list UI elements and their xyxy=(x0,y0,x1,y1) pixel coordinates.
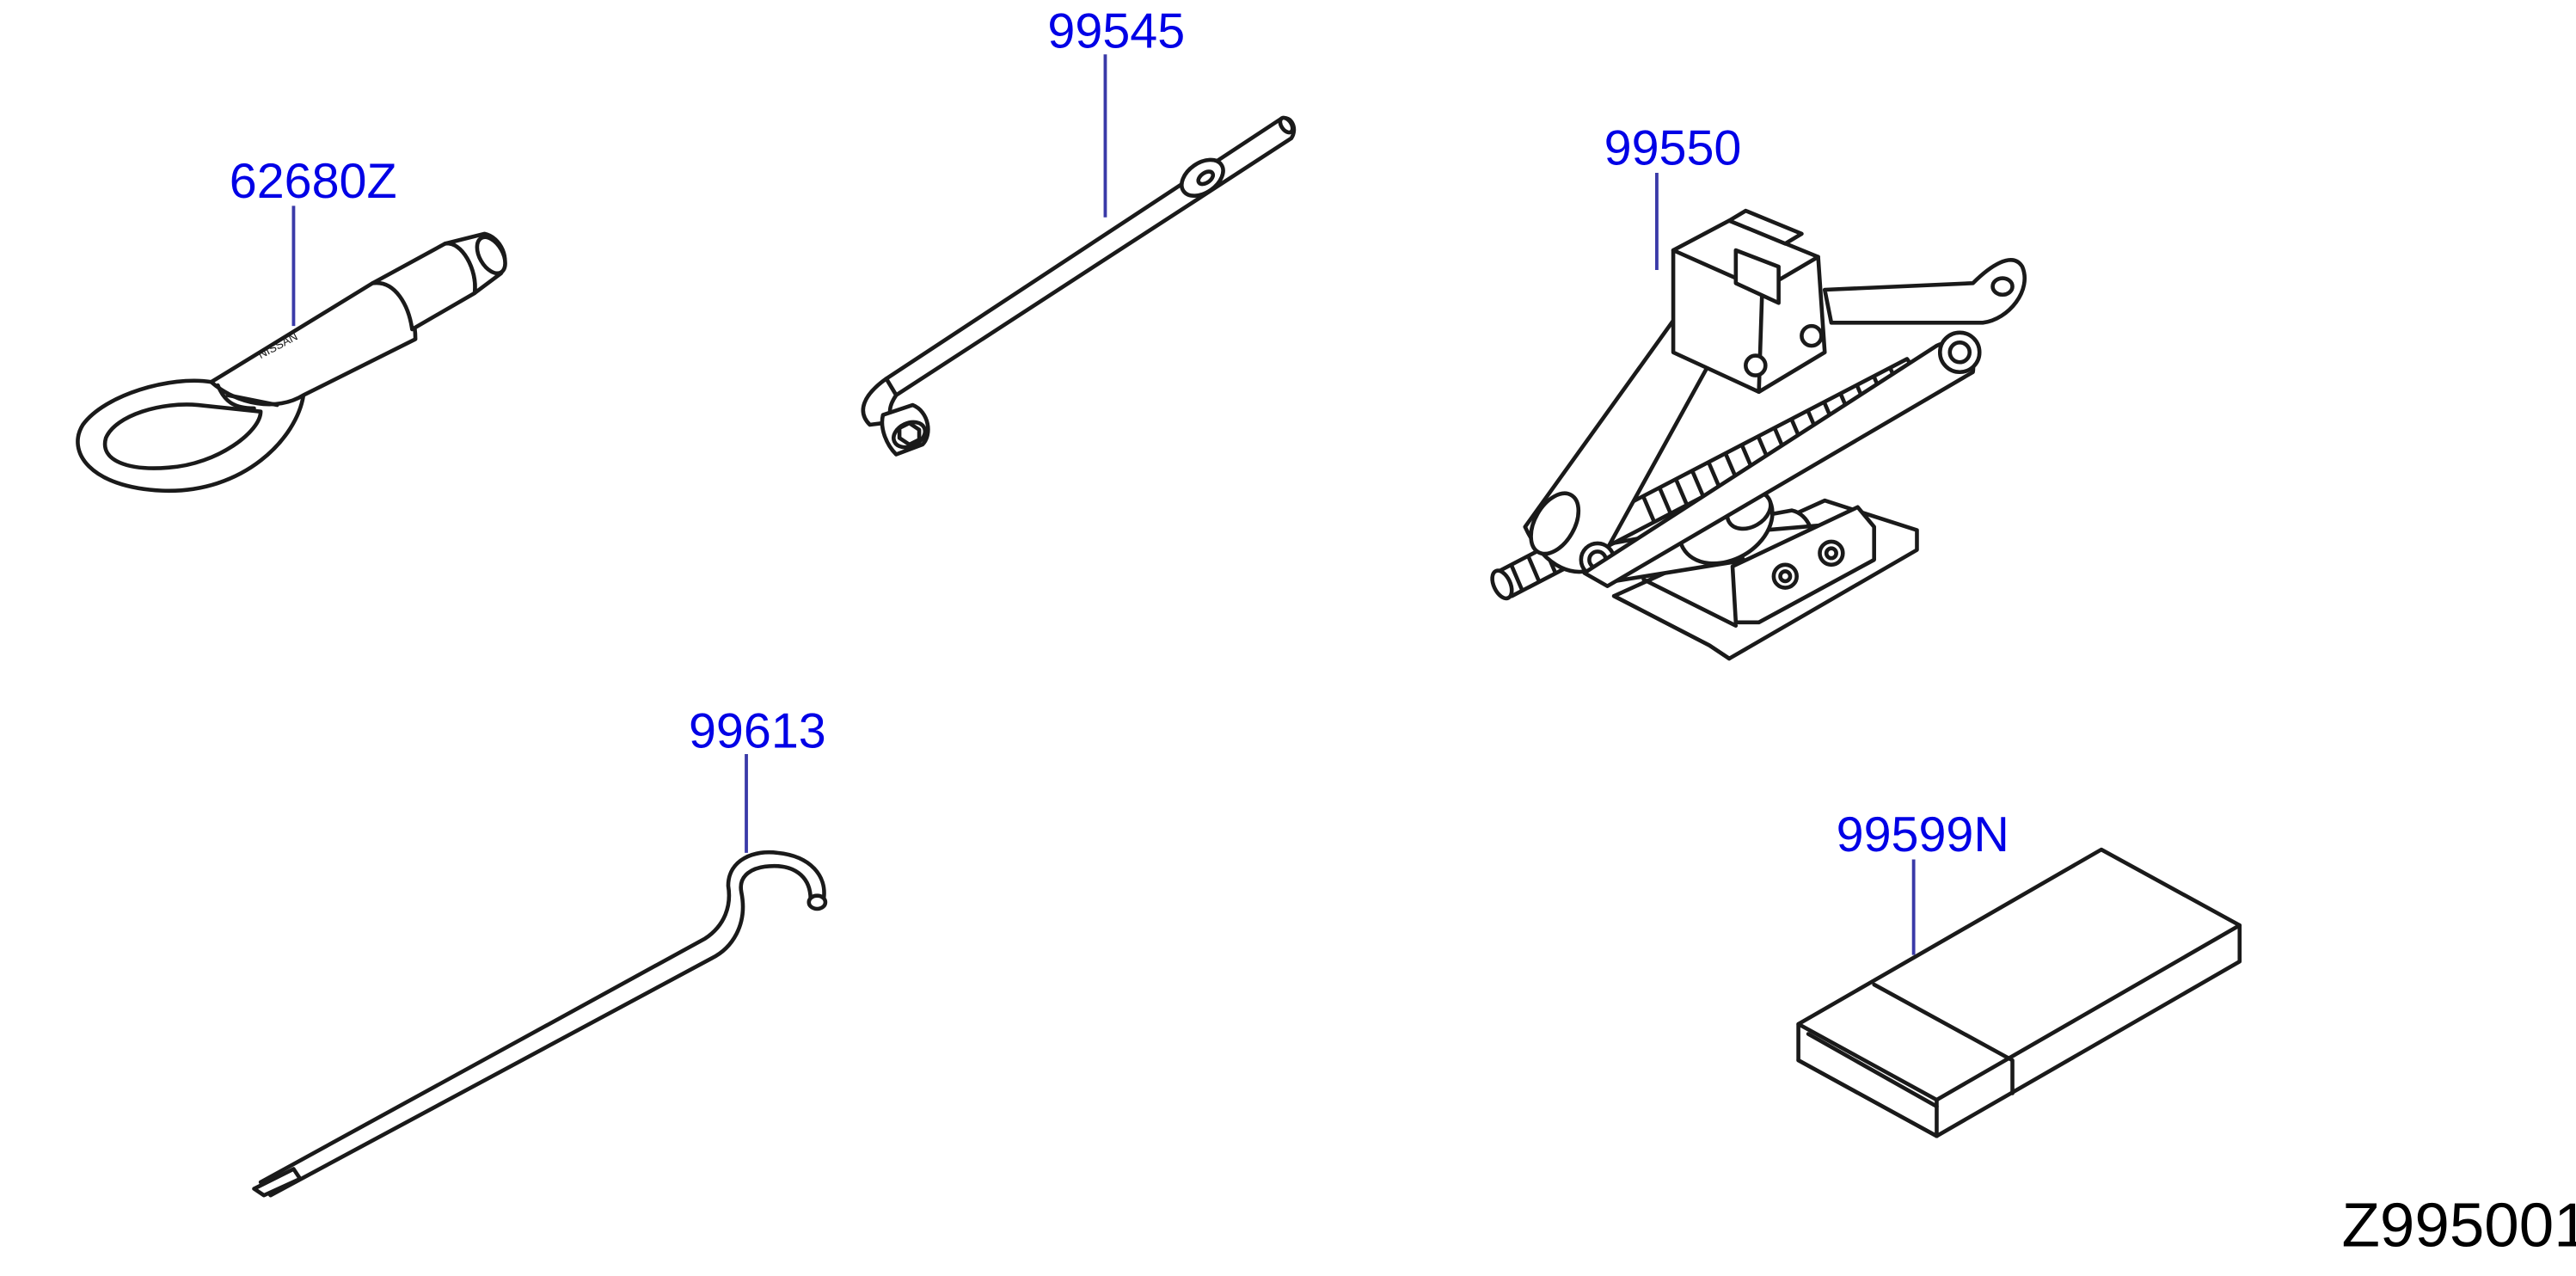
part-number-99550[interactable]: 99550 xyxy=(1604,120,1742,175)
part-number-99599N[interactable]: 99599N xyxy=(1837,807,2009,862)
jack[interactable] xyxy=(1488,208,2027,661)
part-number-99545[interactable]: 99545 xyxy=(1047,4,1185,59)
part-number-62680Z[interactable]: 62680Z xyxy=(230,154,397,209)
jack-handle[interactable] xyxy=(252,850,828,1198)
tow-hook[interactable]: NISSAN xyxy=(76,231,511,493)
drawing-number: Z9950011 xyxy=(2341,1191,2576,1261)
tool-bag[interactable] xyxy=(1796,847,2242,1138)
lug-wrench[interactable] xyxy=(861,115,1297,457)
part-number-99613[interactable]: 99613 xyxy=(689,703,826,758)
